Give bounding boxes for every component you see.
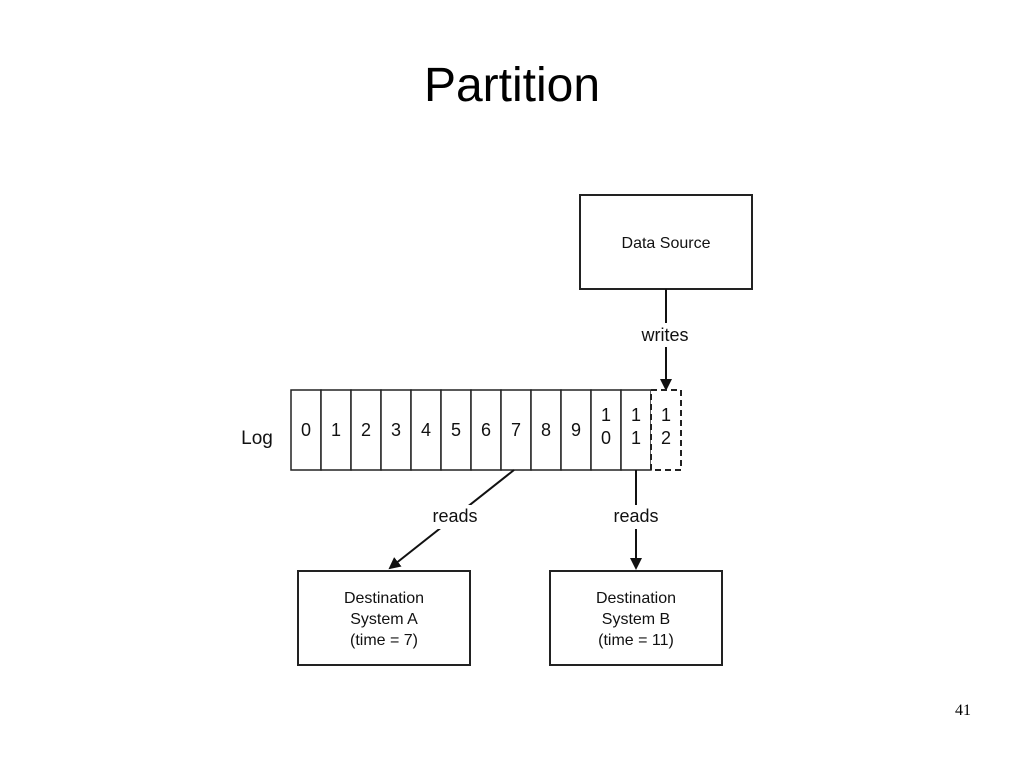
destination-b-line-2: System B	[602, 611, 670, 628]
log-cell-label: 3	[391, 420, 401, 440]
log-cell	[500, 389, 532, 471]
log-cell-label: 0	[301, 420, 311, 440]
destination-a-line-1: Destination	[344, 590, 424, 607]
log-cell-label: 6	[481, 420, 491, 440]
destination-b-line-3: (time = 11)	[598, 632, 674, 649]
destination-b-line-1: Destination	[596, 590, 676, 607]
log-cell-label: 0	[601, 428, 611, 448]
slide-title: Partition	[423, 59, 601, 112]
log-cell-label: 9	[571, 420, 581, 440]
log-cell	[380, 389, 412, 471]
log-cell	[560, 389, 592, 471]
log-cell-label: 1	[631, 405, 641, 425]
data-source-label: Data Source	[622, 235, 711, 252]
page-number: 41	[955, 702, 971, 719]
log-cell-label: 5	[451, 420, 461, 440]
log-cell-label: 7	[511, 420, 521, 440]
data-source-box	[579, 194, 753, 290]
destination-a-line-2: System A	[350, 611, 418, 628]
log-cell-label: 1	[661, 405, 671, 425]
log-cell	[350, 389, 382, 471]
log-cell-label: 1	[601, 405, 611, 425]
log-cell	[320, 389, 352, 471]
log-cell-label: 8	[541, 420, 551, 440]
writes-label: writes	[640, 325, 688, 345]
log-cell	[410, 389, 442, 471]
reads-label-b: reads	[613, 506, 658, 526]
destination-a-line-3: (time = 7)	[350, 632, 418, 649]
log-cell-label: 2	[661, 428, 671, 448]
destination-b-box	[549, 570, 723, 666]
reads-label-a: reads	[432, 506, 477, 526]
log-cell-pending	[650, 389, 682, 471]
log-cell-label: 4	[421, 420, 431, 440]
log-cell	[290, 389, 322, 471]
log-cell-label: 1	[331, 420, 341, 440]
destination-a-box	[297, 570, 471, 666]
log-cell-label: 2	[361, 420, 371, 440]
log-cell-label: 1	[631, 428, 641, 448]
log-label: Log	[241, 428, 273, 449]
